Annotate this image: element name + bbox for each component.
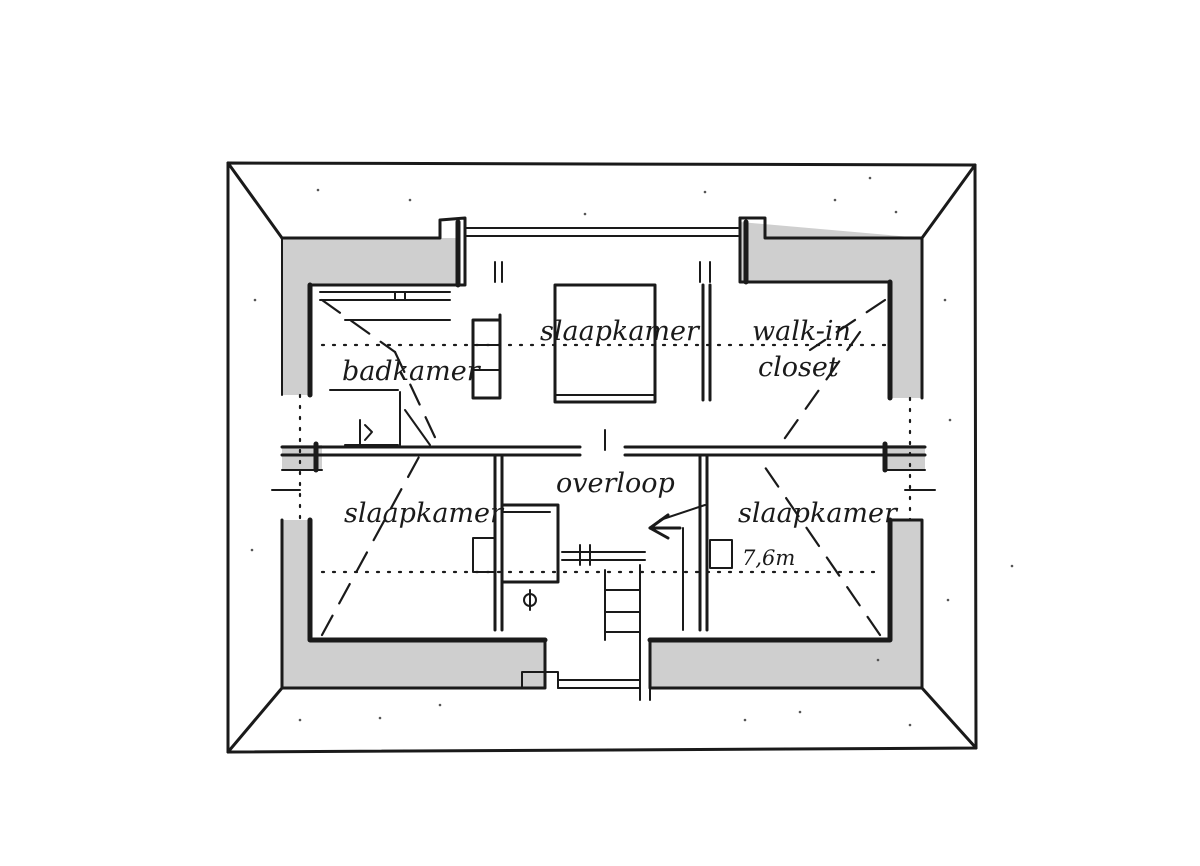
label-badkamer: badkamer — [342, 356, 482, 387]
room-labels: slaapkamer walk-in closet badkamer overl… — [342, 316, 899, 570]
exterior-walls — [280, 216, 924, 690]
label-walkin-line2: closet — [758, 352, 839, 383]
bathroom-interior — [319, 291, 451, 446]
label-slaapkamer-top: slaapkamer — [540, 316, 701, 347]
label-walkin-line1: walk-in — [752, 316, 851, 347]
label-slaapkamer-right: slaapkamer — [738, 498, 899, 529]
roof-specks — [250, 176, 1014, 727]
bottom-interior — [472, 503, 733, 641]
roof-outline — [226, 161, 978, 754]
top-window — [464, 227, 739, 237]
label-dimension: 7,6m — [742, 546, 795, 570]
label-slaapkamer-left: slaapkamer — [344, 498, 505, 529]
hip-lines — [320, 298, 887, 637]
top-bedroom-interior — [471, 261, 712, 404]
label-overloop: overloop — [556, 468, 675, 499]
corridor-walls — [271, 429, 936, 701]
ridge-lines — [298, 343, 912, 574]
